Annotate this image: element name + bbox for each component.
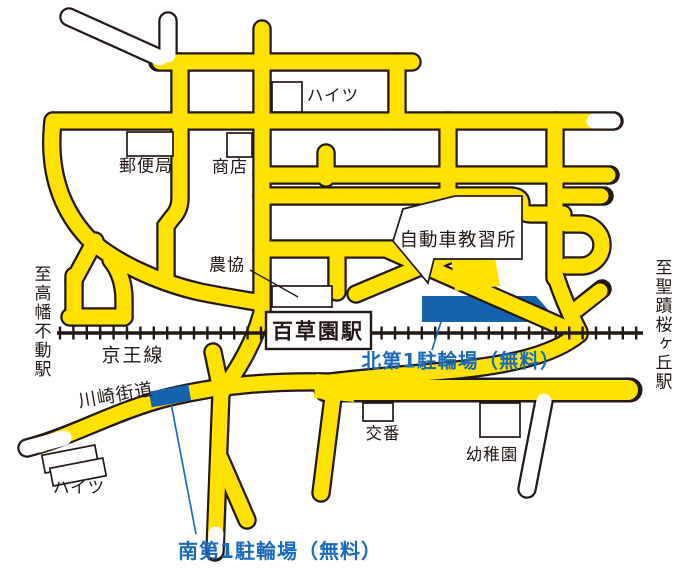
- south-parking-area: [148, 384, 192, 408]
- keio-line-label: 京王線: [101, 344, 165, 367]
- north-parking-leader: [431, 321, 442, 351]
- shop-label: 商店: [212, 157, 248, 178]
- police-box-label: 交番: [365, 423, 401, 443]
- south-parking-label: 南第1駐輪場（無料）: [178, 539, 382, 563]
- agri-coop-label: 農協: [209, 255, 245, 276]
- direction-left-label: 至高幡不動駅: [30, 265, 51, 379]
- leader-lines: [170, 269, 442, 535]
- agri-coop-building: [271, 285, 333, 308]
- road-network-yellow: [32, 21, 638, 556]
- police-box-building: [362, 402, 394, 422]
- driving-school-label: 自動車教習所: [399, 229, 517, 251]
- driving-school-building: [392, 195, 523, 285]
- heights-bottom-label: ハイツ: [52, 477, 106, 497]
- station-label: 百草園駅: [272, 319, 364, 344]
- heights-bottom-building-2: [48, 457, 108, 487]
- agri-coop-leader: [249, 269, 299, 298]
- shop-building: [226, 132, 253, 158]
- heights-top-building: [271, 81, 303, 113]
- post-office-label: 郵便局: [119, 156, 173, 177]
- kindergarten-label: 幼稚園: [465, 444, 519, 464]
- kindergarten-building: [479, 402, 521, 438]
- buildings: [40, 81, 523, 487]
- station-box: [264, 310, 373, 351]
- white-roads: [19, 9, 621, 559]
- north-parking-label: 北第1駐輪場（無料）: [361, 349, 561, 373]
- direction-right-label: 至聖蹟桜ヶ丘駅: [651, 258, 672, 392]
- heights-top-label: ハイツ: [306, 85, 360, 105]
- south-parking-leader: [170, 402, 197, 535]
- post-office-building: [126, 131, 174, 157]
